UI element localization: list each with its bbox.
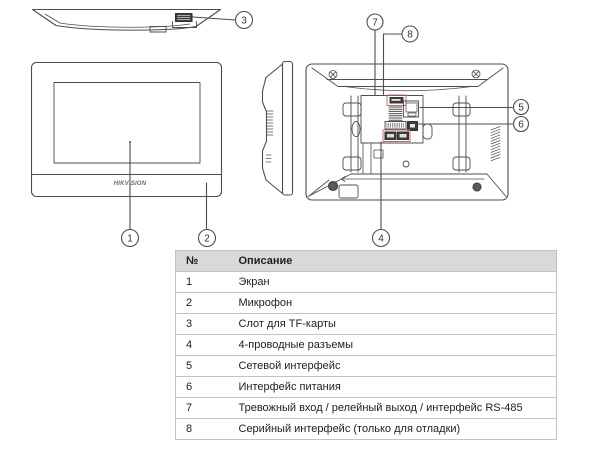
connector-board — [360, 94, 433, 175]
row-num: 7 — [175, 397, 233, 419]
callout-8: 8 — [407, 30, 413, 41]
row-desc: Тревожный вход / релейный выход / интерф… — [232, 397, 557, 419]
screen — [53, 82, 201, 164]
row-num: 2 — [175, 292, 233, 314]
row-num: 4 — [175, 334, 233, 356]
col-header-num: № — [175, 250, 233, 272]
brand-logo: HIKVISION — [114, 181, 147, 187]
row-desc: Слот для TF-карты — [232, 313, 557, 335]
row-desc: Серийный интерфейс (только для отладки) — [232, 418, 557, 440]
callout-4: 4 — [378, 234, 384, 245]
right-rail — [452, 95, 471, 173]
rear-vents — [490, 126, 501, 162]
callout-3: 3 — [241, 16, 247, 27]
row-num: 1 — [175, 271, 233, 293]
callout-5: 5 — [518, 103, 524, 114]
callout-7: 7 — [372, 18, 378, 29]
top-view — [31, 8, 236, 33]
alarm-serial-connector — [386, 94, 407, 106]
col-header-desc: Описание — [232, 250, 557, 272]
mounting-hook — [308, 176, 359, 199]
four-wire-terminals — [382, 129, 411, 142]
table-row: 6 Интерфейс питания — [175, 376, 557, 398]
table-row: 7 Тревожный вход / релейный выход / инте… — [175, 397, 557, 419]
table-row: 3 Слот для TF-карты — [175, 313, 557, 335]
table-row: 8 Серийный интерфейс (только для отладки… — [175, 418, 557, 440]
row-num: 6 — [175, 376, 233, 398]
table-row: 5 Сетевой интерфейс — [175, 355, 557, 377]
side-vents — [265, 110, 274, 163]
callout-8-line — [382, 33, 403, 96]
description-table: № Описание 1 Экран 2 Микрофон 3 Слот для… — [175, 250, 557, 440]
row-desc: 4-проводные разъемы — [232, 334, 557, 356]
front-view — [30, 61, 223, 230]
row-desc: Интерфейс питания — [232, 376, 557, 398]
callout-2: 2 — [204, 234, 210, 245]
left-rail — [342, 95, 362, 173]
table-header-row: № Описание — [175, 250, 557, 272]
side-view — [261, 60, 294, 196]
callout-numbers: 1 2 3 4 5 6 7 8 HIKVISION — [114, 16, 524, 245]
row-num: 8 — [175, 418, 233, 440]
screw-icon — [328, 69, 481, 79]
row-num: 3 — [175, 313, 233, 335]
callout-1: 1 — [127, 234, 133, 245]
callout-6: 6 — [518, 120, 524, 131]
row-num: 5 — [175, 355, 233, 377]
screw-icon — [472, 182, 482, 192]
network-port — [403, 100, 419, 118]
tf-card-slot — [172, 12, 197, 28]
row-desc: Сетевой интерфейс — [232, 355, 557, 377]
table-row: 2 Микрофон — [175, 292, 557, 314]
power-connector — [406, 120, 419, 132]
pin-strip — [384, 121, 407, 130]
rear-view — [305, 29, 514, 230]
table-row: 1 Экран — [175, 271, 557, 293]
pin-header — [388, 106, 403, 121]
callout-3-line — [192, 16, 236, 21]
device-diagram: 1 2 3 4 5 6 7 8 HIKVISION — [30, 8, 530, 248]
callouts — [120, 10, 530, 248]
row-desc: Микрофон — [232, 292, 557, 314]
row-desc: Экран — [232, 271, 557, 293]
table-row: 4 4-проводные разъемы — [175, 334, 557, 356]
